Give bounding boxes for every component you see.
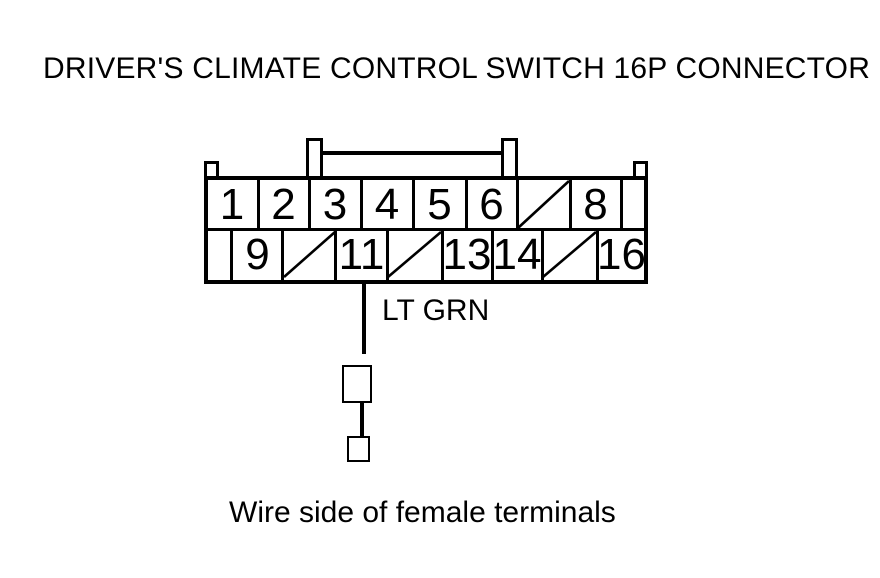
- latch-bar: [321, 151, 504, 155]
- no-pin-cell-bottom-c: [542, 231, 597, 278]
- pin-cell-4: 4: [374, 180, 400, 229]
- cell-divider: [569, 179, 572, 230]
- wire-color-label: LT GRN: [382, 294, 490, 327]
- cell-divider: [516, 179, 519, 230]
- no-pin-slash-icon: [283, 231, 336, 278]
- cell-divider: [491, 230, 494, 280]
- page-title: DRIVER'S CLIMATE CONTROL SWITCH 16P CONN…: [43, 52, 871, 85]
- cell-divider: [281, 230, 284, 280]
- no-pin-cell-top: [517, 180, 570, 229]
- pin-cell-11: 11: [338, 230, 385, 279]
- row-divider-line: [206, 228, 646, 231]
- pin-cell-1: 1: [219, 180, 245, 229]
- blank-cell-bottom-left: [206, 231, 231, 279]
- no-pin-cell-bottom-b: [387, 231, 442, 278]
- no-pin-slash-icon: [387, 231, 442, 278]
- pin-cell-6: 6: [479, 180, 504, 229]
- no-pin-cell-bottom-a: [283, 231, 336, 278]
- caption: Wire side of female terminals: [229, 496, 616, 529]
- cell-divider: [360, 179, 363, 230]
- no-pin-slash-icon: [517, 180, 570, 229]
- pin-cell-8: 8: [583, 180, 608, 229]
- pin-cell-2: 2: [271, 180, 296, 229]
- cell-divider: [308, 179, 311, 230]
- cell-divider: [386, 230, 389, 280]
- pin-cell-13: 13: [442, 230, 492, 279]
- cell-divider: [596, 230, 599, 280]
- terminal-link-line: [360, 403, 364, 437]
- cell-divider: [620, 179, 623, 230]
- pin-cell-16: 16: [597, 230, 646, 279]
- cell-divider: [257, 179, 260, 230]
- cell-divider: [412, 179, 415, 230]
- pin-cell-5: 5: [427, 180, 452, 229]
- cell-divider: [334, 230, 337, 280]
- cell-divider: [465, 179, 468, 230]
- terminal-small: [347, 436, 370, 462]
- blank-cell-top-right: [621, 181, 645, 229]
- cell-divider: [230, 230, 233, 280]
- pin-cell-3: 3: [322, 180, 348, 229]
- terminal-large: [342, 365, 372, 403]
- no-pin-slash-icon: [542, 231, 597, 278]
- pin-cell-9: 9: [245, 230, 270, 279]
- latch-post-left: [306, 138, 323, 180]
- latch-post-right: [501, 138, 518, 180]
- wire-line: [362, 282, 366, 354]
- cell-divider: [541, 230, 544, 280]
- cell-divider: [441, 230, 444, 280]
- pin-cell-14: 14: [492, 230, 542, 279]
